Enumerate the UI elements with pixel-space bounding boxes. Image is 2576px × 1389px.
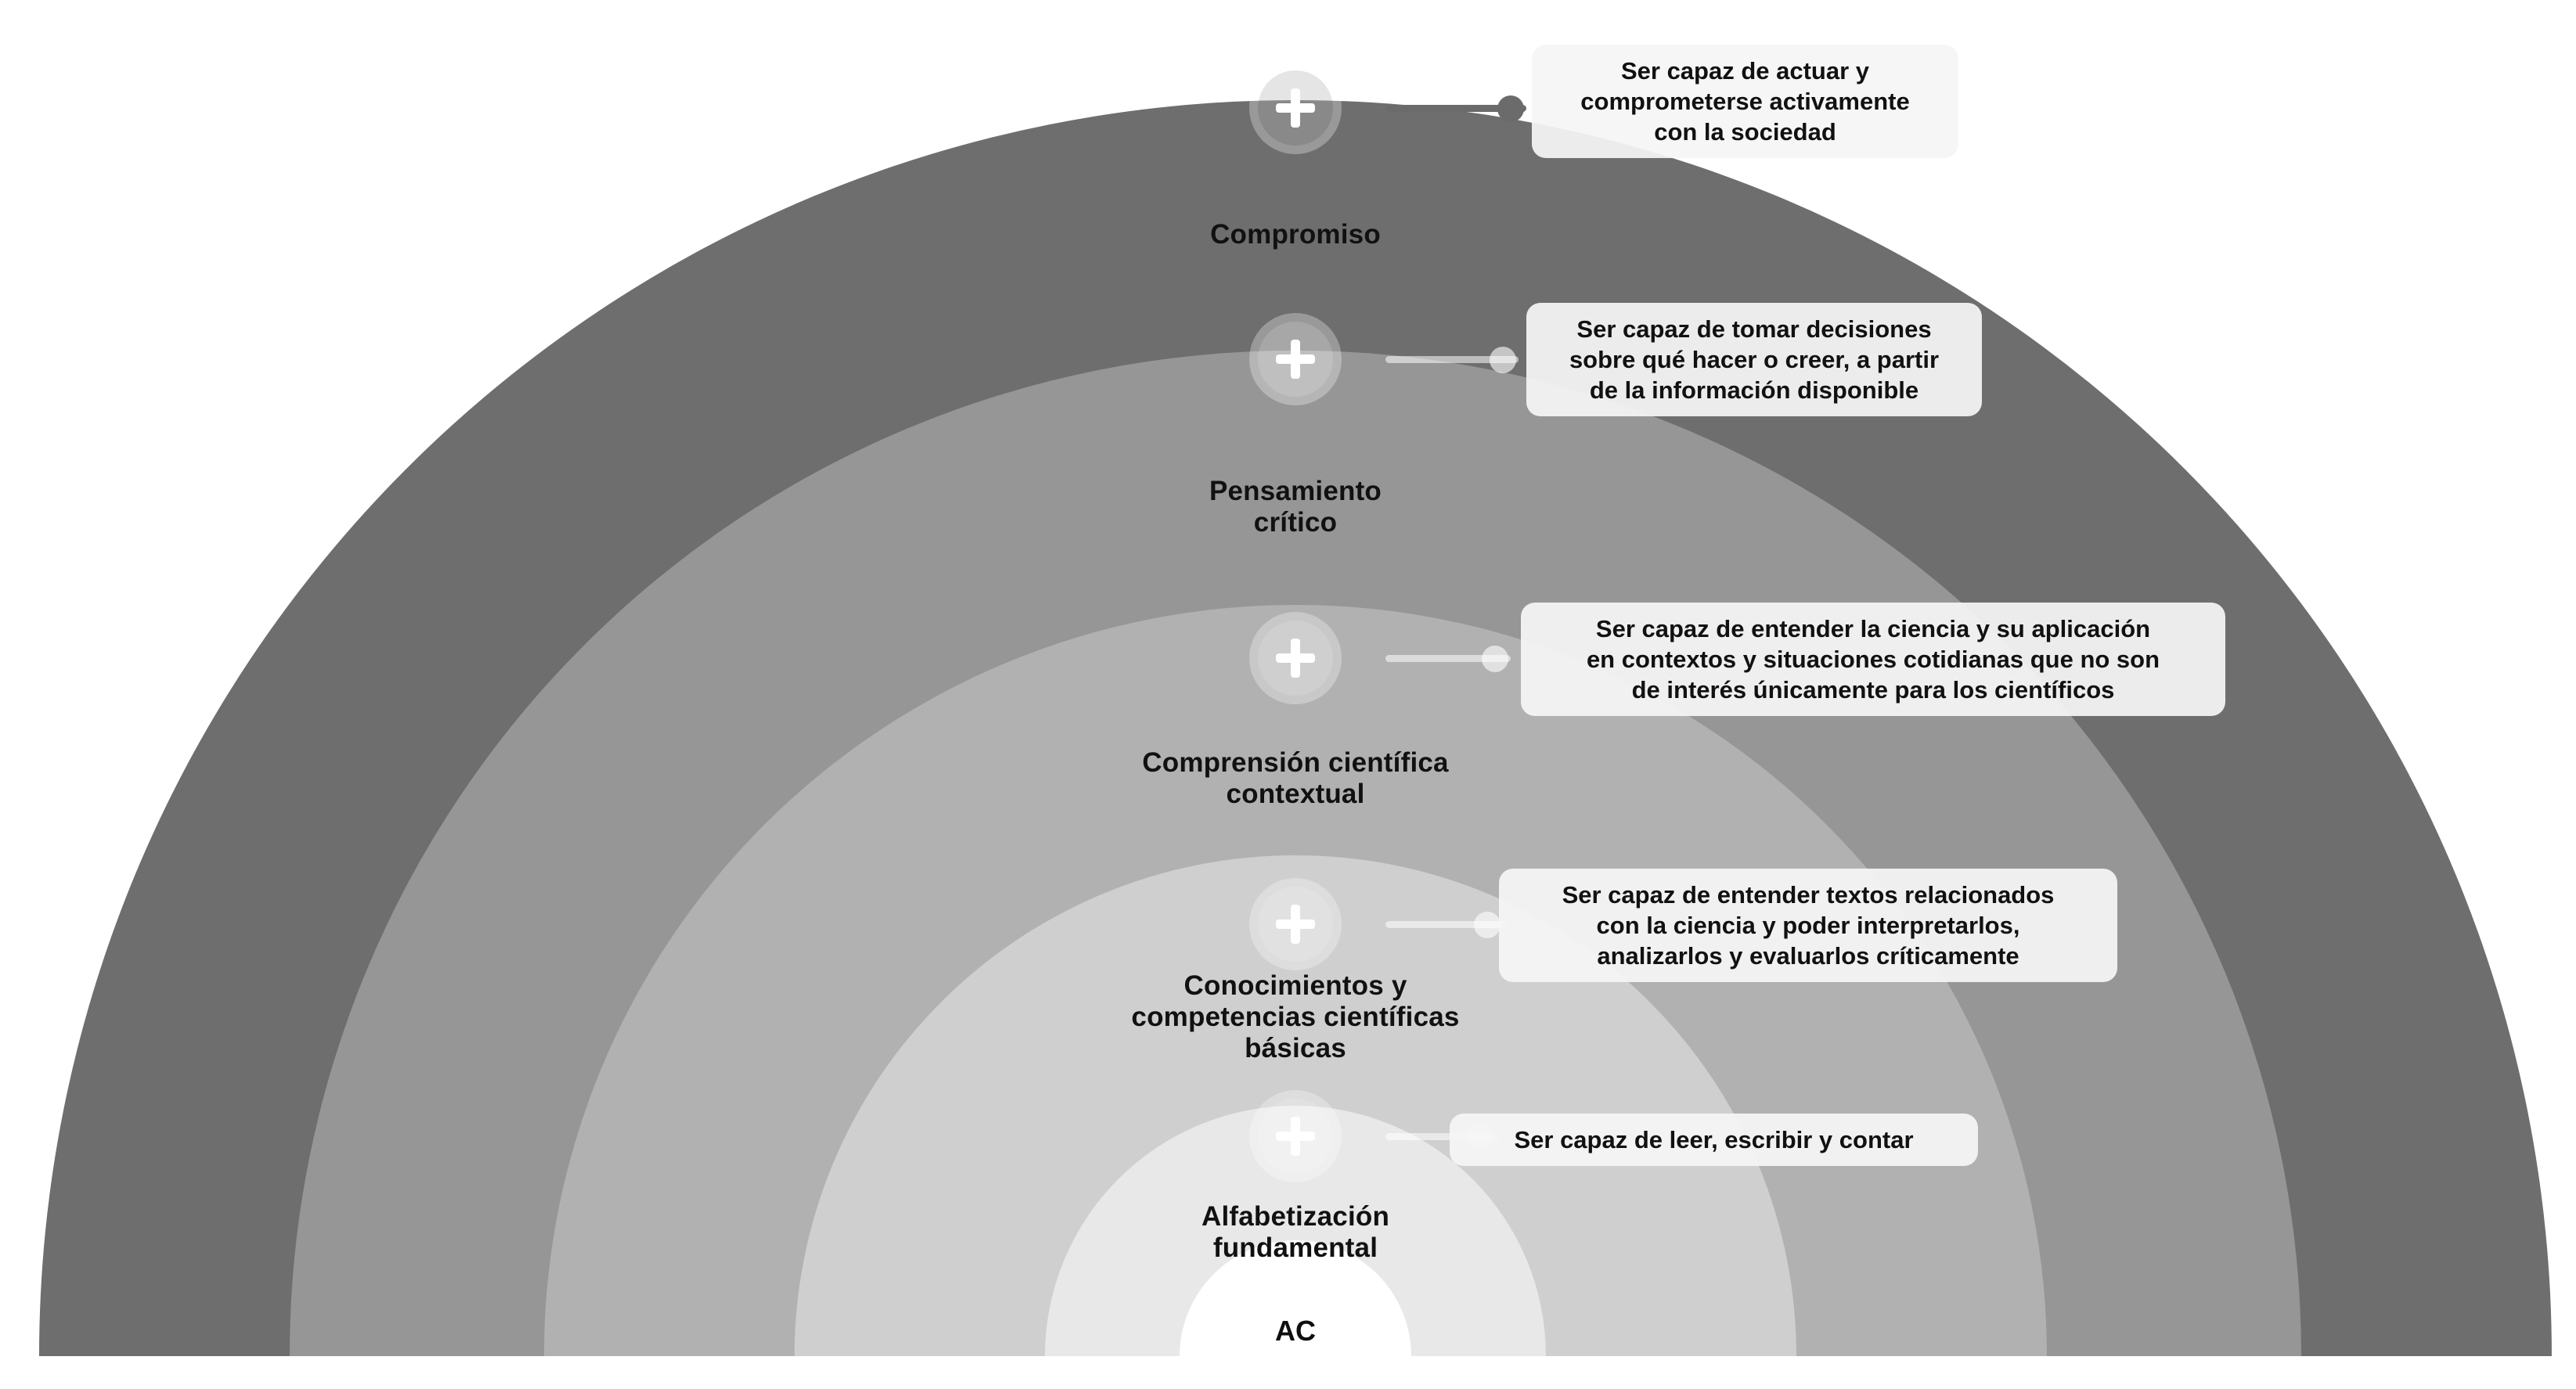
expand-button-compromiso[interactable] [1249, 62, 1342, 154]
callout-compromiso[interactable]: Ser capaz de actuar y comprometerse acti… [1532, 45, 1958, 159]
plus-icon [1276, 639, 1315, 678]
expand-button-pensamiento-critico[interactable] [1249, 313, 1342, 405]
expand-button-conocimientos-competencias[interactable] [1249, 878, 1342, 970]
ring-core-ac[interactable] [1180, 1240, 1411, 1389]
callout-conocimientos-competencias[interactable]: Ser capaz de entender textos relacionado… [1499, 869, 2117, 983]
expand-button-comprension-cientifica-contextual[interactable] [1249, 612, 1342, 704]
plus-icon [1276, 340, 1315, 379]
callout-alfabetizacion-fundamental[interactable]: Ser capaz de leer, escribir y contar [1450, 1114, 1978, 1167]
callout-pensamiento-critico[interactable]: Ser capaz de tomar decisiones sobre qué … [1526, 303, 1982, 417]
callout-comprension-cientifica-contextual[interactable]: Ser capaz de entender la ciencia y su ap… [1521, 603, 2225, 717]
plus-icon [1276, 905, 1315, 944]
expand-button-alfabetizacion-fundamental[interactable] [1249, 1090, 1342, 1182]
plus-icon [1276, 1117, 1315, 1156]
ring-alfabetizacion-fundamental[interactable] [1045, 1106, 1546, 1389]
plus-icon [1276, 88, 1315, 128]
